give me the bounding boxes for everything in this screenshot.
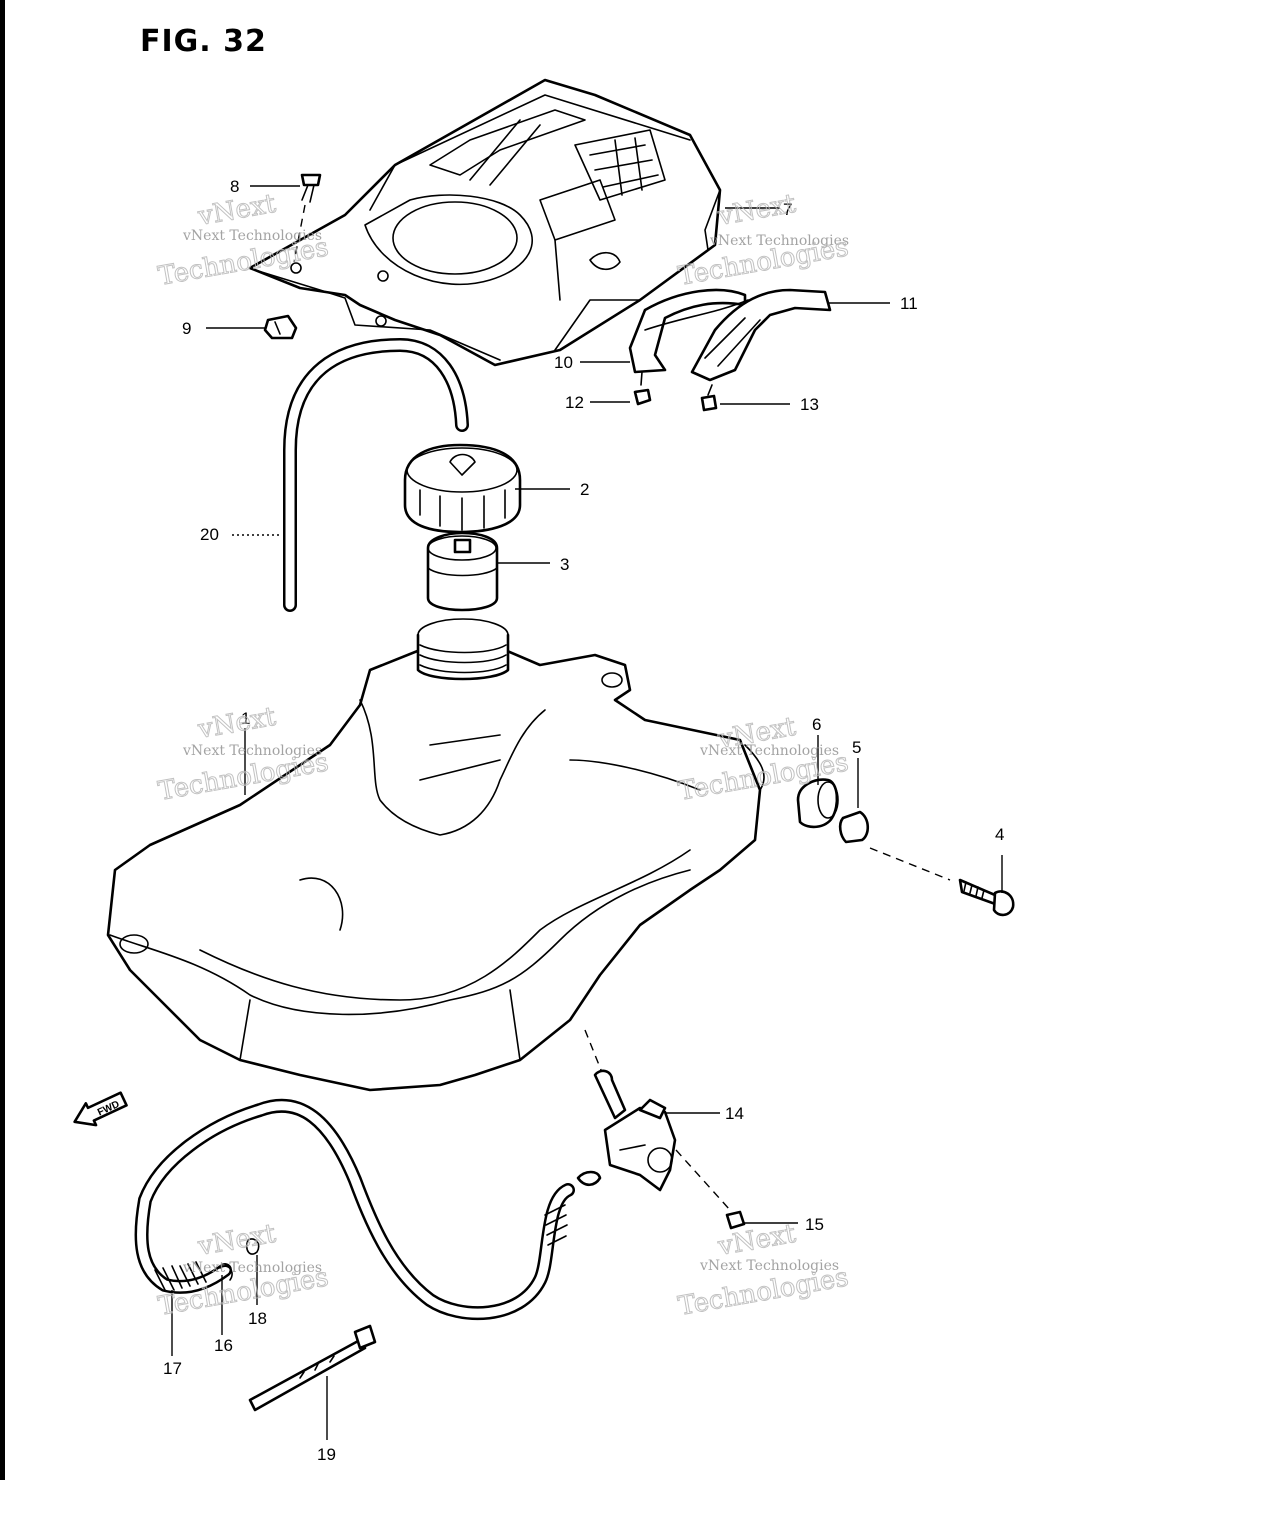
callout-19: 19 [317, 1445, 336, 1464]
part-3-cap-filter [426, 531, 499, 612]
svg-text:vNext Technologies: vNext Technologies [182, 743, 322, 759]
callout-numbers: 1 2 3 4 5 6 7 8 9 10 11 12 13 14 15 16 1… [163, 177, 1004, 1464]
left-edge-bar [0, 0, 5, 1480]
svg-text:vNext Technologies: vNext Technologies [699, 1258, 839, 1274]
figure-title: FIG. 32 [140, 24, 267, 59]
callout-18: 18 [248, 1309, 267, 1328]
part-4-bolt [869, 847, 1015, 917]
callout-16: 16 [214, 1336, 233, 1355]
callout-12: 12 [565, 393, 584, 412]
part-2-fuel-cap [403, 443, 522, 534]
part-19-clamp-band [248, 1324, 377, 1412]
svg-text:vNext Technologies: vNext Technologies [182, 228, 322, 244]
svg-text:vNext: vNext [195, 189, 278, 232]
part-16-fuel-hose [134, 1098, 575, 1321]
part-9-nut [263, 314, 298, 340]
watermark-bottom-left: vNext vNext Technologies Technologies [156, 1218, 332, 1322]
fwd-direction-arrow: FWD [73, 1091, 128, 1127]
part-18-clip [219, 1238, 260, 1281]
callout-10: 10 [554, 353, 573, 372]
leader-lines [171, 185, 890, 1440]
callout-5: 5 [852, 738, 861, 757]
callout-8: 8 [230, 177, 239, 196]
svg-text:vNext: vNext [715, 189, 798, 232]
callout-14: 14 [725, 1104, 744, 1123]
part-20-breather-hose [283, 337, 469, 612]
watermark-bottom-right: vNext vNext Technologies Technologies [676, 1218, 852, 1322]
part-8-screw [293, 173, 322, 263]
callout-3: 3 [560, 555, 569, 574]
part-17-hose-spring [154, 1204, 568, 1291]
part-6-cushion [796, 778, 839, 829]
part-7-seat-cover [248, 78, 722, 367]
callout-20: 20 [200, 525, 219, 544]
callout-11: 11 [900, 294, 918, 313]
callout-13: 13 [800, 395, 819, 414]
callout-1: 1 [241, 709, 250, 728]
callout-15: 15 [805, 1215, 824, 1234]
part-14-fuel-cock [576, 1029, 731, 1211]
part-12-screw [633, 371, 652, 406]
callout-7: 7 [783, 200, 792, 219]
part-13-screw [700, 384, 718, 412]
part-15-screw [725, 1210, 746, 1230]
svg-text:vNext Technologies: vNext Technologies [709, 233, 849, 249]
callout-2: 2 [580, 480, 589, 499]
svg-text:vNext Technologies: vNext Technologies [699, 743, 839, 759]
svg-text:vNext: vNext [715, 1219, 798, 1262]
callout-6: 6 [812, 715, 821, 734]
svg-text:vNext: vNext [195, 1219, 278, 1262]
callout-9: 9 [182, 319, 191, 338]
part-1-fuel-tank [106, 618, 765, 1092]
callout-4: 4 [995, 825, 1004, 844]
svg-text:vNext Technologies: vNext Technologies [182, 1260, 322, 1276]
part-11-bracket [690, 288, 832, 382]
callout-17: 17 [163, 1359, 182, 1378]
part-5-spacer [838, 810, 870, 844]
svg-text:vNext: vNext [195, 702, 278, 745]
